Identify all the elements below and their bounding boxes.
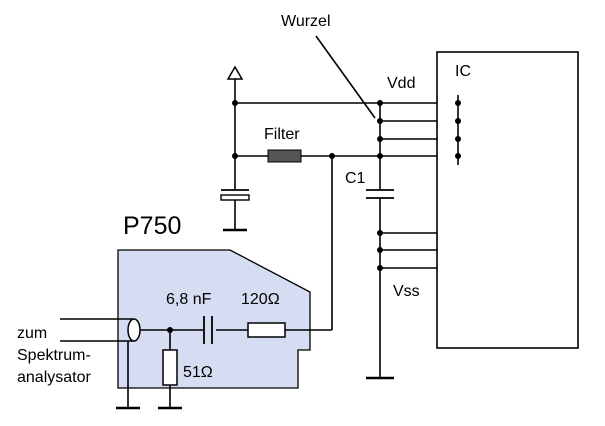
label-spektrum: Spektrum- [17,347,91,364]
ferrite-filter [267,149,302,163]
label-cap-6n8: 6,8 nF [166,291,212,308]
label-resistor-120: 120Ω [241,291,280,308]
label-zum: zum [17,325,47,342]
label-resistor-51: 51Ω [183,364,213,381]
decoupling-cap-bottom-plate [220,194,250,201]
resistor-51 [162,349,178,386]
resistor-120 [247,322,286,338]
supply-arrow-icon [226,65,244,80]
ic-chip [436,51,579,349]
label-vdd: Vdd [387,75,415,92]
label-filter: Filter [264,126,300,143]
label-vss: Vss [393,283,420,300]
label-c1: C1 [345,170,366,187]
label-wurzel: Wurzel [281,13,331,30]
label-analysator: analysator [17,369,91,386]
label-p750: P750 [123,212,181,240]
coax-connector-icon [127,318,141,342]
probe-p750-body [117,249,311,389]
label-ic: IC [455,63,471,80]
